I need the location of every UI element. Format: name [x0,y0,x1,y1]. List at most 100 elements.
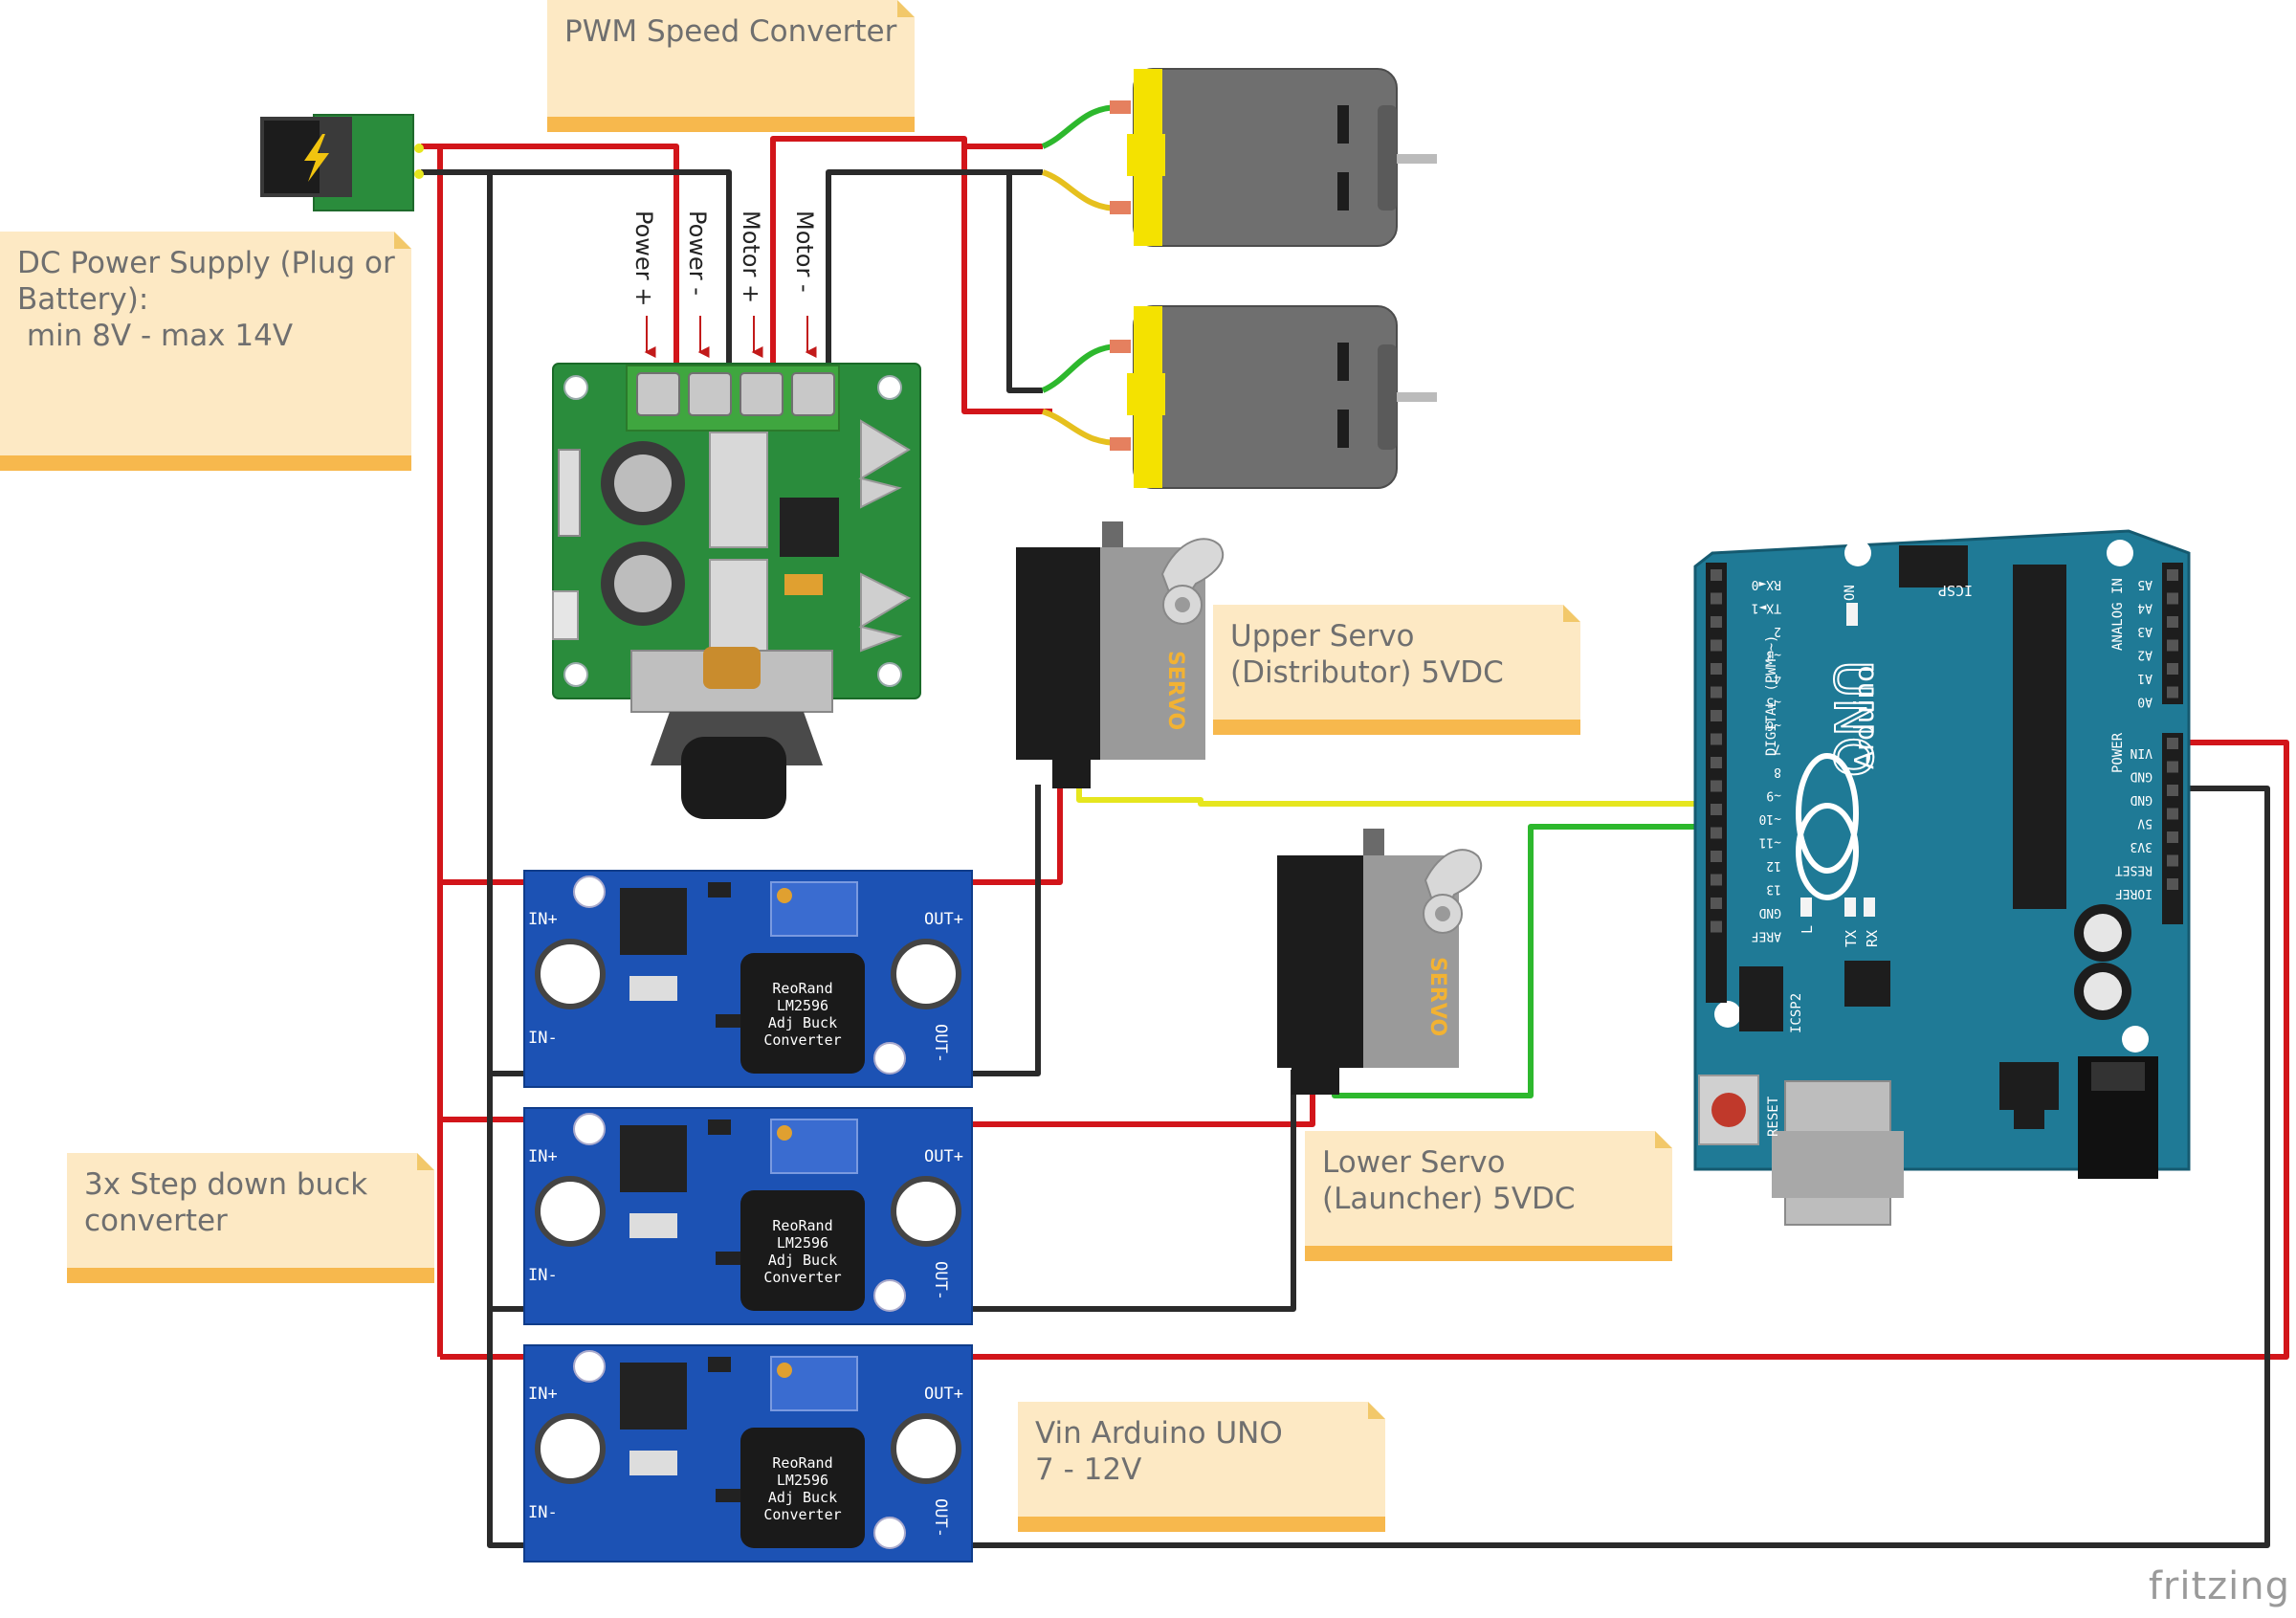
wire-servo-upper-signal [1076,785,1718,807]
terminal-arrows [644,316,817,358]
on-label: ON [1843,585,1858,601]
digital-pin-0 [1711,569,1722,581]
buck1-out-plus: OUT+ [924,910,963,929]
power-pin-0 [2167,738,2178,749]
buck-converter-2: ReoRand LM2596 Adj Buck Converter IN+ IN… [523,1107,973,1325]
power-pin-label-3: 5V [2137,816,2152,831]
arduino-logo [1796,753,1859,900]
digital-pin-label-0: RX◄0 [1752,577,1781,591]
wire-buck2-out-red [966,1070,1315,1127]
arduino-name: Arduino [1848,666,1880,769]
label-power-minus: Power - [684,211,711,296]
buck3-out-minus: OUT- [931,1498,950,1538]
analog-label: ANALOG IN [2110,578,2126,651]
buck2-chip-text-2: LM2596 [777,1234,828,1252]
icsp2-label: ICSP2 [1789,993,1804,1033]
digital-pin-12 [1711,851,1722,862]
digital-pin-1 [1711,592,1722,605]
label-motor-minus: Motor - [791,211,818,293]
wires [421,104,2289,1548]
wire-buck1-out-red [966,785,1063,885]
wire-supply-red [421,144,679,364]
wire-motor-plus [770,136,1052,414]
reset-label: RESET [1766,1096,1781,1137]
icsp-label: ICSP [1938,582,1973,599]
buck2-chip-text-3: Adj Buck [768,1252,837,1269]
power-label: POWER [2110,732,2126,773]
wire-motor-minus [826,169,1043,393]
pwm-terminal-labels: Power + Power - Motor + Motor - [630,211,818,306]
note-pwm-line-1: PWM Speed Converter [564,14,897,49]
power-pin-label-5: RESET [2115,863,2152,877]
fritzing-watermark: fritzing [2148,1564,2290,1608]
upper-servo-label: SERVO [1163,651,1187,730]
digital-pin-label-8: 8 [1774,765,1781,779]
note-upper-servo-line-1: Upper Servo [1230,619,1415,654]
analog-pin-label-0: A5 [2137,577,2152,591]
digital-pin-label-1: TX►1 [1752,601,1781,615]
digital-pin-2 [1711,616,1722,628]
analog-pin-label-4: A1 [2137,671,2152,685]
digital-pin-10 [1711,804,1722,815]
buck2-in-minus: IN- [528,1266,558,1285]
digital-pin-label-6: ~6 [1766,718,1781,732]
buck3-out-plus: OUT+ [924,1385,963,1404]
buck3-chip-text-3: Adj Buck [768,1489,837,1506]
analog-pin-label-2: A3 [2137,624,2152,638]
digital-pin-9 [1711,780,1722,792]
buck1-chip-text-3: Adj Buck [768,1014,837,1031]
digital-label: DIGITAL (PWM=~) [1764,635,1779,756]
digital-pin-label-2: 2 [1774,624,1781,638]
motor1-lead-yellow [1041,169,1120,211]
note-buck-line-1: 3x Step down buck [84,1167,368,1202]
power-pin-label-0: VIN [2130,745,2152,760]
terminal-screws [636,372,835,416]
digital-pin-label-13: 13 [1766,882,1781,897]
digital-pin-4 [1711,663,1722,675]
note-lower-servo-line-2: (Launcher) 5VDC [1322,1182,1576,1216]
note-upper-servo-line-2: (Distributor) 5VDC [1230,655,1504,690]
digital-pin-label-5: ~5 [1766,695,1781,709]
buck1-in-plus: IN+ [528,910,558,929]
digital-pin-15 [1711,920,1722,933]
label-power-plus: Power + [630,211,657,306]
digital-pin-5 [1711,686,1722,698]
buck1-chip-text-1: ReoRand [772,980,832,997]
buck1-chip-text-4: Converter [763,1031,841,1049]
digital-pin-6 [1711,710,1722,721]
lightning-icon [304,134,329,182]
label-motor-plus: Motor + [738,211,764,303]
power-pin-5 [2167,854,2178,867]
note-pwm-speed-converter: PWM Speed Converter [547,0,915,132]
analog-pin-5 [2167,686,2178,698]
buck3-chip-text-2: LM2596 [777,1472,828,1489]
analog-pin-label-3: A2 [2137,648,2152,662]
note-vin-line-1: Vin Arduino UNO [1035,1416,1283,1451]
wire-supply-black [421,169,732,364]
buck1-chip-text-2: LM2596 [777,997,828,1014]
lower-servo-label: SERVO [1425,957,1449,1036]
digital-pin-label-12: 12 [1766,858,1781,873]
buck2-chip-text-1: ReoRand [772,1217,832,1234]
buck-converter-1: ReoRand LM2596 Adj Buck Converter IN+ IN… [523,870,973,1088]
digital-pin-label-15: AREF [1752,929,1781,943]
digital-pin-7 [1711,733,1722,745]
buck2-chip-text-4: Converter [763,1269,841,1286]
analog-pin-4 [2167,663,2178,675]
analog-pin-1 [2167,592,2178,605]
note-dc-line-1: DC Power Supply (Plug or [17,246,395,280]
note-dc-line-3: min 8V - max 14V [17,319,294,353]
buck3-in-plus: IN+ [528,1385,558,1404]
motor2-lead-yellow [1041,409,1120,446]
buck2-out-plus: OUT+ [924,1147,963,1166]
digital-pin-label-14: GND [1758,905,1781,920]
buck1-out-minus: OUT- [931,1024,950,1063]
analog-pin-2 [2167,616,2178,628]
wire-bus-black [487,172,536,1548]
note-buck-converters: 3x Step down buck converter [67,1153,434,1283]
note-upper-servo: Upper Servo (Distributor) 5VDC [1213,605,1580,735]
